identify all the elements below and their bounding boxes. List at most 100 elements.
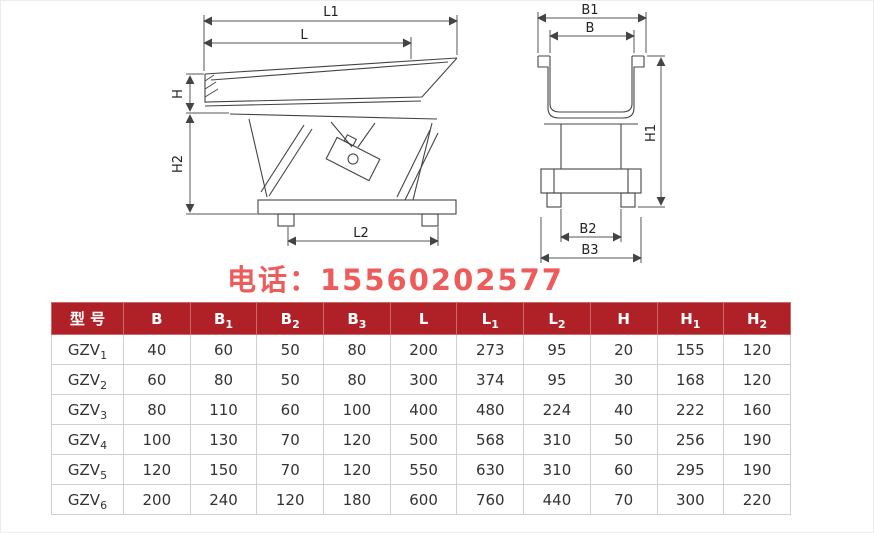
value-cell: 95 <box>523 364 591 395</box>
dim-label-l: L <box>300 28 308 43</box>
column-header-4: B3 <box>323 302 391 335</box>
column-header-5: L <box>389 302 458 335</box>
value-cell: 100 <box>123 424 191 455</box>
side-view-outline <box>204 57 458 227</box>
value-cell: 200 <box>389 334 458 365</box>
value-cell: 500 <box>389 424 458 455</box>
column-header-6: L1 <box>456 302 525 335</box>
value-cell: 60 <box>123 364 191 395</box>
value-cell: 50 <box>256 364 325 395</box>
value-cell: 80 <box>123 394 191 425</box>
front-view-outline <box>537 55 645 208</box>
value-cell: 60 <box>589 454 658 485</box>
dim-label-h: H <box>171 89 186 99</box>
value-cell: 374 <box>456 364 525 395</box>
value-cell: 120 <box>723 334 791 365</box>
value-cell: 168 <box>656 364 725 395</box>
column-header-2: B1 <box>189 302 258 335</box>
model-cell: GZV3 <box>51 394 124 425</box>
dim-label-h2: H2 <box>171 155 186 173</box>
value-cell: 220 <box>723 484 791 515</box>
side-view-dimensions <box>185 15 458 246</box>
value-cell: 240 <box>189 484 258 515</box>
value-cell: 100 <box>323 394 391 425</box>
value-cell: 120 <box>123 454 191 485</box>
value-cell: 110 <box>189 394 258 425</box>
value-cell: 300 <box>656 484 725 515</box>
dim-label-l1: L1 <box>323 5 339 20</box>
value-cell: 310 <box>523 454 591 485</box>
model-cell: GZV6 <box>51 484 124 515</box>
value-cell: 600 <box>389 484 458 515</box>
value-cell: 440 <box>523 484 591 515</box>
value-cell: 222 <box>656 394 725 425</box>
value-cell: 60 <box>189 334 258 365</box>
column-header-10: H2 <box>723 302 791 335</box>
value-cell: 120 <box>323 454 391 485</box>
value-cell: 295 <box>656 454 725 485</box>
value-cell: 130 <box>189 424 258 455</box>
value-cell: 256 <box>656 424 725 455</box>
value-cell: 70 <box>256 454 325 485</box>
value-cell: 568 <box>456 424 525 455</box>
dim-label-l2: L2 <box>353 226 369 241</box>
value-cell: 190 <box>723 454 791 485</box>
value-cell: 190 <box>723 424 791 455</box>
value-cell: 310 <box>523 424 591 455</box>
value-cell: 30 <box>589 364 658 395</box>
value-cell: 200 <box>123 484 191 515</box>
value-cell: 550 <box>389 454 458 485</box>
value-cell: 70 <box>589 484 658 515</box>
column-header-1: B <box>123 302 191 335</box>
value-cell: 70 <box>256 424 325 455</box>
value-cell: 80 <box>323 334 391 365</box>
value-cell: 400 <box>389 394 458 425</box>
value-cell: 120 <box>256 484 325 515</box>
model-cell: GZV5 <box>51 454 124 485</box>
value-cell: 300 <box>389 364 458 395</box>
dim-label-h1: H1 <box>644 124 659 142</box>
value-cell: 40 <box>123 334 191 365</box>
value-cell: 80 <box>323 364 391 395</box>
front-view-dimensions <box>537 12 666 263</box>
value-cell: 120 <box>723 364 791 395</box>
dim-label-b1: B1 <box>581 3 598 18</box>
value-cell: 180 <box>323 484 391 515</box>
value-cell: 50 <box>589 424 658 455</box>
value-cell: 155 <box>656 334 725 365</box>
column-header-0: 型 号 <box>51 302 124 335</box>
value-cell: 80 <box>189 364 258 395</box>
value-cell: 150 <box>189 454 258 485</box>
value-cell: 20 <box>589 334 658 365</box>
dim-label-b2: B2 <box>579 222 596 237</box>
dim-label-b: B <box>586 21 595 36</box>
value-cell: 224 <box>523 394 591 425</box>
column-header-7: L2 <box>523 302 591 335</box>
column-header-9: H1 <box>656 302 725 335</box>
column-header-8: H <box>589 302 658 335</box>
model-cell: GZV4 <box>51 424 124 455</box>
technical-drawing: L1 L H H2 L2 B1 B H1 B2 B3 <box>171 3 666 263</box>
value-cell: 160 <box>723 394 791 425</box>
value-cell: 273 <box>456 334 525 365</box>
model-cell: GZV1 <box>51 334 124 365</box>
dim-label-b3: B3 <box>581 243 598 258</box>
column-header-3: B2 <box>256 302 325 335</box>
model-cell: GZV2 <box>51 364 124 395</box>
watermark-phone: 电话：15560202577 <box>227 263 564 297</box>
value-cell: 50 <box>256 334 325 365</box>
motor-icon <box>325 134 381 182</box>
value-cell: 95 <box>523 334 591 365</box>
value-cell: 480 <box>456 394 525 425</box>
value-cell: 760 <box>456 484 525 515</box>
